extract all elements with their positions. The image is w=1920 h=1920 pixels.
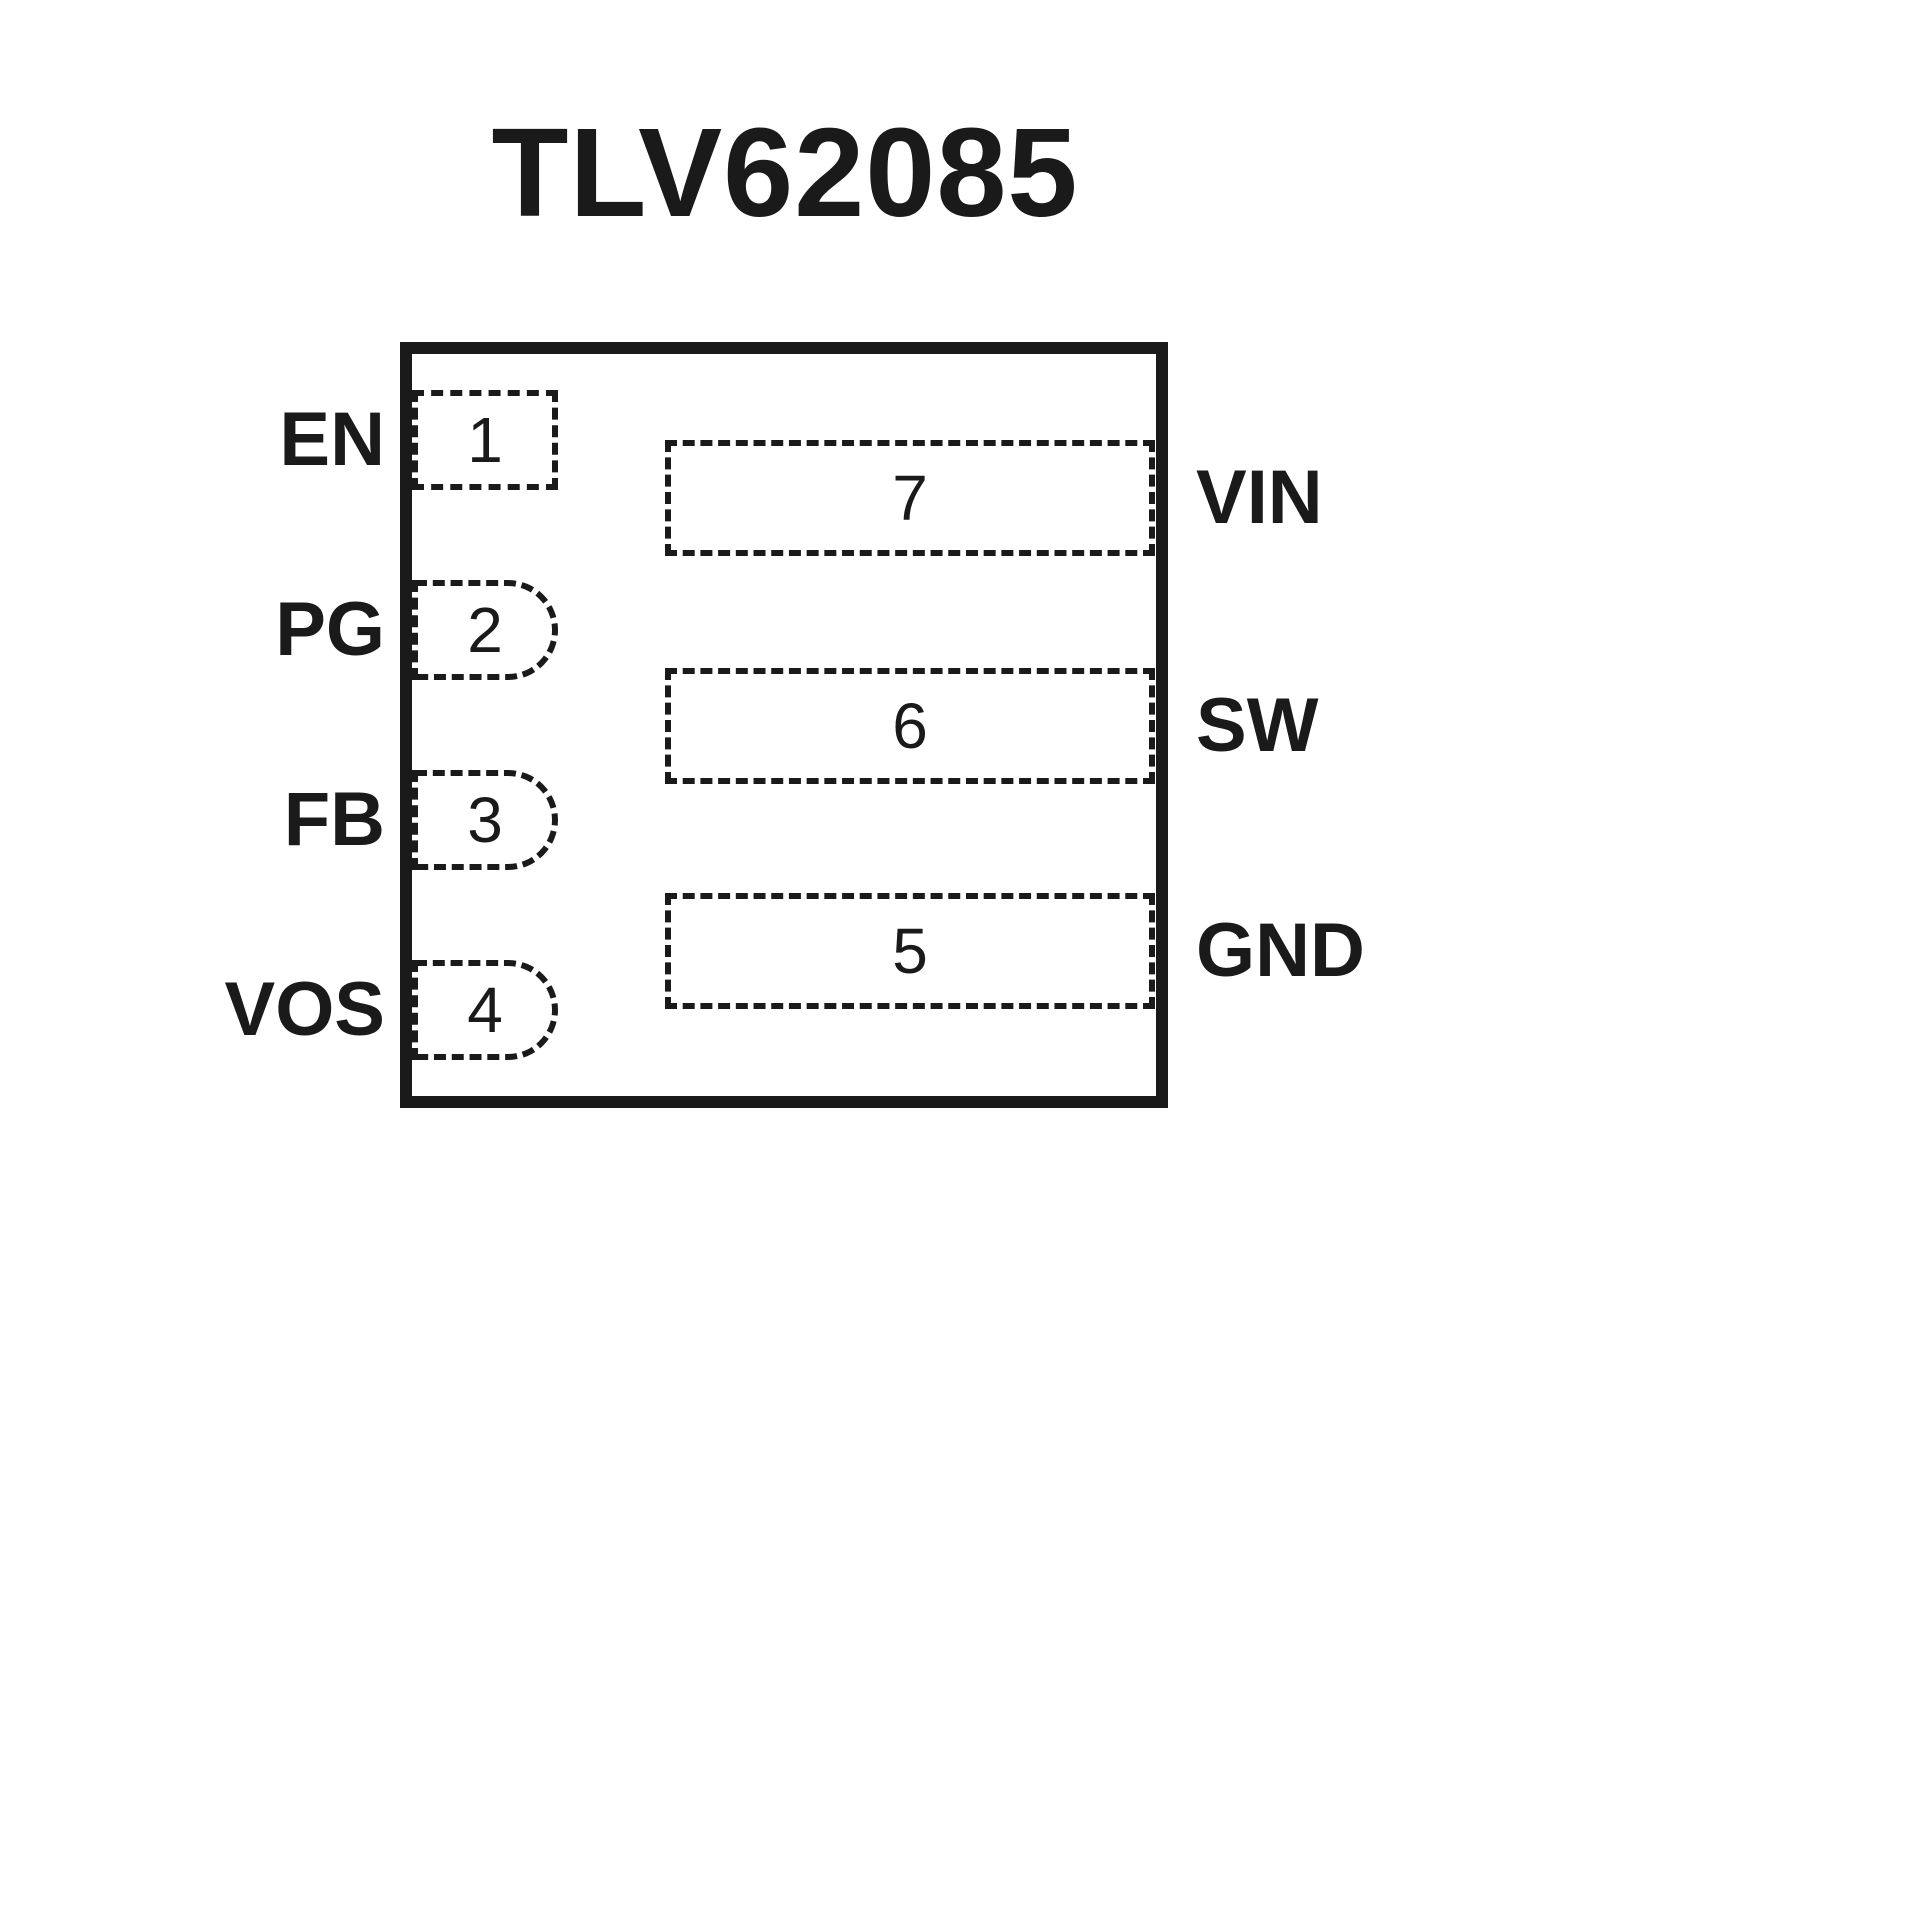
pin-4-number: 4: [467, 974, 503, 1046]
pin-2-number: 2: [467, 594, 503, 666]
pin-label-vos: VOS: [224, 967, 386, 1052]
pin-5-number: 5: [892, 915, 928, 987]
pin-1-pad: 1: [412, 390, 558, 490]
pin-7-pad: 7: [665, 440, 1155, 556]
pin-label-fb: FB: [283, 777, 385, 862]
chip-title: TLV62085: [491, 102, 1079, 243]
pin-2-pad: 2: [412, 580, 558, 680]
pin-6-pad: 6: [665, 668, 1155, 784]
pin-label-pg: PG: [275, 587, 385, 672]
pin-5-pad: 5: [665, 893, 1155, 1009]
pin-label-sw: SW: [1196, 683, 1319, 768]
pin-7-number: 7: [892, 462, 928, 534]
pin-4-pad: 4: [412, 960, 558, 1060]
pin-1-number: 1: [467, 404, 503, 476]
pin-label-en: EN: [279, 397, 385, 482]
pin-label-vin: VIN: [1196, 455, 1323, 540]
pin-6-number: 6: [892, 690, 928, 762]
pin-3-number: 3: [467, 784, 503, 856]
pin-label-gnd: GND: [1196, 908, 1365, 993]
pin-3-pad: 3: [412, 770, 558, 870]
